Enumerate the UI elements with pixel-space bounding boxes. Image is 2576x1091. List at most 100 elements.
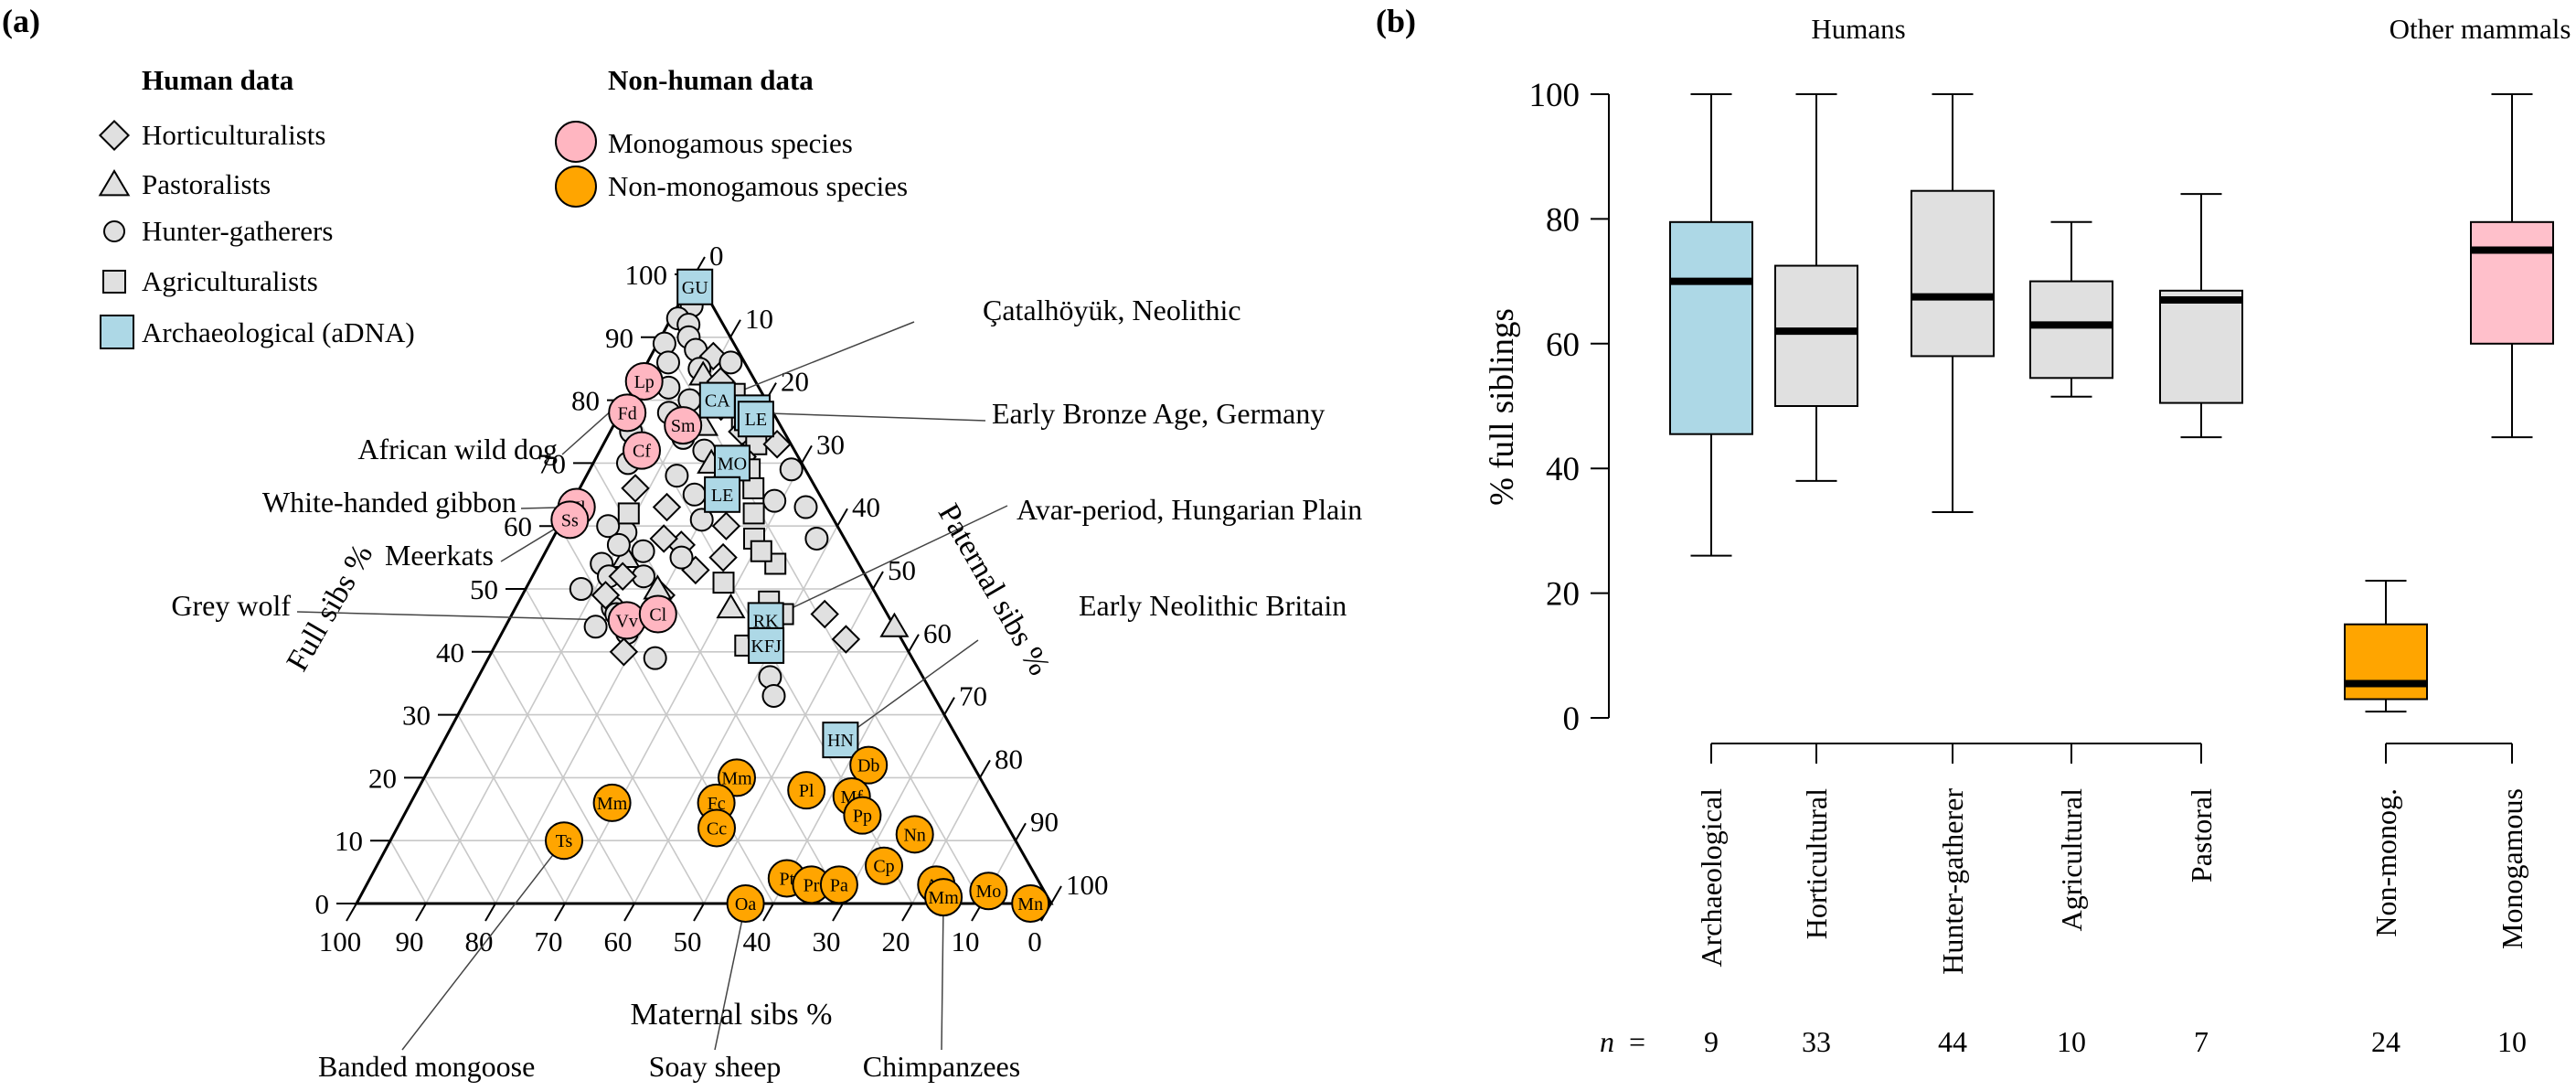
sample-size-value: 10 bbox=[2497, 1025, 2527, 1058]
x-axis-category-label: Horticultural bbox=[1800, 788, 1833, 939]
box-iqr bbox=[1911, 189, 1995, 358]
paternal-axis-tick bbox=[836, 508, 848, 527]
non_monogamous-point-label: Oa bbox=[735, 894, 756, 915]
annotation-label: Early Bronze Age, Germany bbox=[992, 397, 1325, 430]
group-label-humans: Humans bbox=[1811, 13, 1905, 45]
legend-square-marker bbox=[102, 270, 126, 294]
human-diamond-point bbox=[652, 492, 682, 522]
ternary-plot: 0010010109020208030307040406050505060604… bbox=[171, 240, 1362, 1083]
non_monogamous-point bbox=[545, 821, 583, 861]
ternary-ticks: 0010010109020208030307040406050505060604… bbox=[315, 240, 1109, 957]
annotation-label: Banded mongoose bbox=[318, 1050, 535, 1083]
grid-line bbox=[842, 714, 945, 904]
annotation-label: African wild dog bbox=[357, 433, 558, 465]
monogamous-point bbox=[623, 431, 661, 470]
human-diamond-point bbox=[621, 474, 650, 503]
maternal-sibs-axis-label: Maternal sibs % bbox=[631, 998, 833, 1032]
box-iqr bbox=[2159, 289, 2243, 404]
paternal-axis-tick bbox=[908, 634, 920, 653]
legend-circle-marker bbox=[555, 166, 597, 208]
annotation-label: Chimpanzees bbox=[863, 1050, 1020, 1083]
paternal-axis-tick-label: 10 bbox=[745, 303, 773, 335]
maternal-axis-tick bbox=[554, 903, 566, 922]
x-axis-category-label: Archaeological bbox=[1695, 788, 1728, 968]
human-circle-point bbox=[804, 526, 829, 551]
non_monogamous-point bbox=[969, 872, 1008, 911]
annotation-leader-line bbox=[839, 639, 979, 741]
legend-diamond-marker bbox=[98, 119, 131, 152]
human-diamond-point bbox=[609, 637, 639, 667]
maternal-axis-tick-label: 10 bbox=[952, 925, 980, 957]
full-axis-tick-label: 20 bbox=[368, 762, 397, 794]
n-prefix: n bbox=[1600, 1025, 1614, 1058]
box-iqr bbox=[2344, 623, 2428, 701]
paternal-axis-tick-label: 30 bbox=[816, 428, 845, 460]
human-diamond-point bbox=[762, 430, 792, 459]
monogamous-point bbox=[638, 594, 677, 634]
legend-item-label: Horticulturalists bbox=[142, 119, 325, 151]
human-diamond-point bbox=[711, 511, 741, 540]
grid-line bbox=[491, 651, 635, 904]
grid-line bbox=[525, 588, 705, 904]
full-axis-tick-label: 90 bbox=[605, 322, 633, 354]
archaeological-point bbox=[737, 401, 774, 438]
y-axis-tick-label: 80 bbox=[1546, 201, 1580, 239]
monogamous-point-label: Vv bbox=[615, 611, 637, 631]
archaeological-point-label: LE bbox=[745, 410, 767, 430]
boxplot-boxes bbox=[1669, 93, 2554, 713]
full-axis-tick-label: 50 bbox=[470, 573, 498, 605]
non_monogamous-point-label: Db bbox=[857, 756, 879, 776]
human-circle-point bbox=[643, 646, 667, 670]
non_monogamous-point-label: Fc bbox=[708, 794, 726, 814]
paternal-axis-tick bbox=[1050, 885, 1062, 904]
human-circle-point bbox=[665, 464, 689, 488]
maternal-axis-tick-label: 100 bbox=[319, 925, 362, 957]
maternal-axis-tick bbox=[762, 903, 774, 922]
monogamous-point bbox=[608, 393, 647, 433]
annotation-leader-line bbox=[717, 321, 915, 401]
archaeological-point bbox=[704, 476, 741, 513]
human-circle-point bbox=[583, 615, 608, 639]
y-axis-tick-label: 60 bbox=[1546, 326, 1580, 364]
human-diamond-point bbox=[591, 581, 621, 610]
paternal-axis-tick-label: 80 bbox=[995, 743, 1023, 775]
monogamous-point bbox=[550, 500, 590, 540]
full-axis-tick-label: 80 bbox=[571, 385, 600, 417]
annotation-label: Soay sheep bbox=[649, 1050, 782, 1083]
monogamous-point-label: Lp bbox=[634, 372, 655, 392]
human-circle-point bbox=[762, 488, 787, 513]
non_monogamous-point-label: Nn bbox=[903, 825, 925, 845]
human-diamond-point bbox=[831, 625, 861, 654]
maternal-axis-tick bbox=[623, 903, 635, 922]
full-axis-tick-label: 10 bbox=[335, 825, 363, 857]
grid-line bbox=[457, 714, 566, 904]
x-axis-category-label: Pastoral bbox=[2185, 788, 2218, 882]
legend: Human data Non-human data Horticulturali… bbox=[98, 64, 908, 349]
box-iqr bbox=[2029, 280, 2113, 380]
legend-triangle-marker bbox=[98, 169, 131, 197]
maternal-axis-tick-label: 40 bbox=[743, 925, 772, 957]
maternal-axis-tick-label: 20 bbox=[882, 925, 910, 957]
non_monogamous-point bbox=[592, 783, 632, 822]
legend-item-label: Monogamous species bbox=[608, 127, 853, 159]
group-label-other-mammals: Other mammals bbox=[2390, 13, 2571, 45]
human-circle-point bbox=[631, 539, 655, 563]
human-circle-point bbox=[569, 577, 593, 601]
non_monogamous-point bbox=[819, 865, 858, 904]
human-circle-point bbox=[682, 482, 707, 507]
paternal-axis-tick-label: 60 bbox=[923, 617, 952, 649]
non_monogamous-point-label: Pl bbox=[799, 781, 814, 801]
annotation-leader-line bbox=[401, 840, 565, 1051]
non_monogamous-point-label: Ts bbox=[556, 831, 573, 851]
legend-item-label: Hunter-gatherers bbox=[142, 215, 333, 247]
maternal-axis-tick-label: 80 bbox=[465, 925, 494, 957]
legend-circle-marker bbox=[555, 121, 597, 163]
human-circle-point bbox=[761, 683, 786, 708]
maternal-axis-tick bbox=[415, 903, 427, 922]
non_monogamous-point bbox=[865, 846, 903, 885]
full-axis-tick-label: 60 bbox=[504, 510, 532, 542]
box-iqr bbox=[1774, 264, 1858, 407]
annotation-leader-line bbox=[296, 611, 627, 622]
maternal-axis-tick bbox=[832, 903, 844, 922]
